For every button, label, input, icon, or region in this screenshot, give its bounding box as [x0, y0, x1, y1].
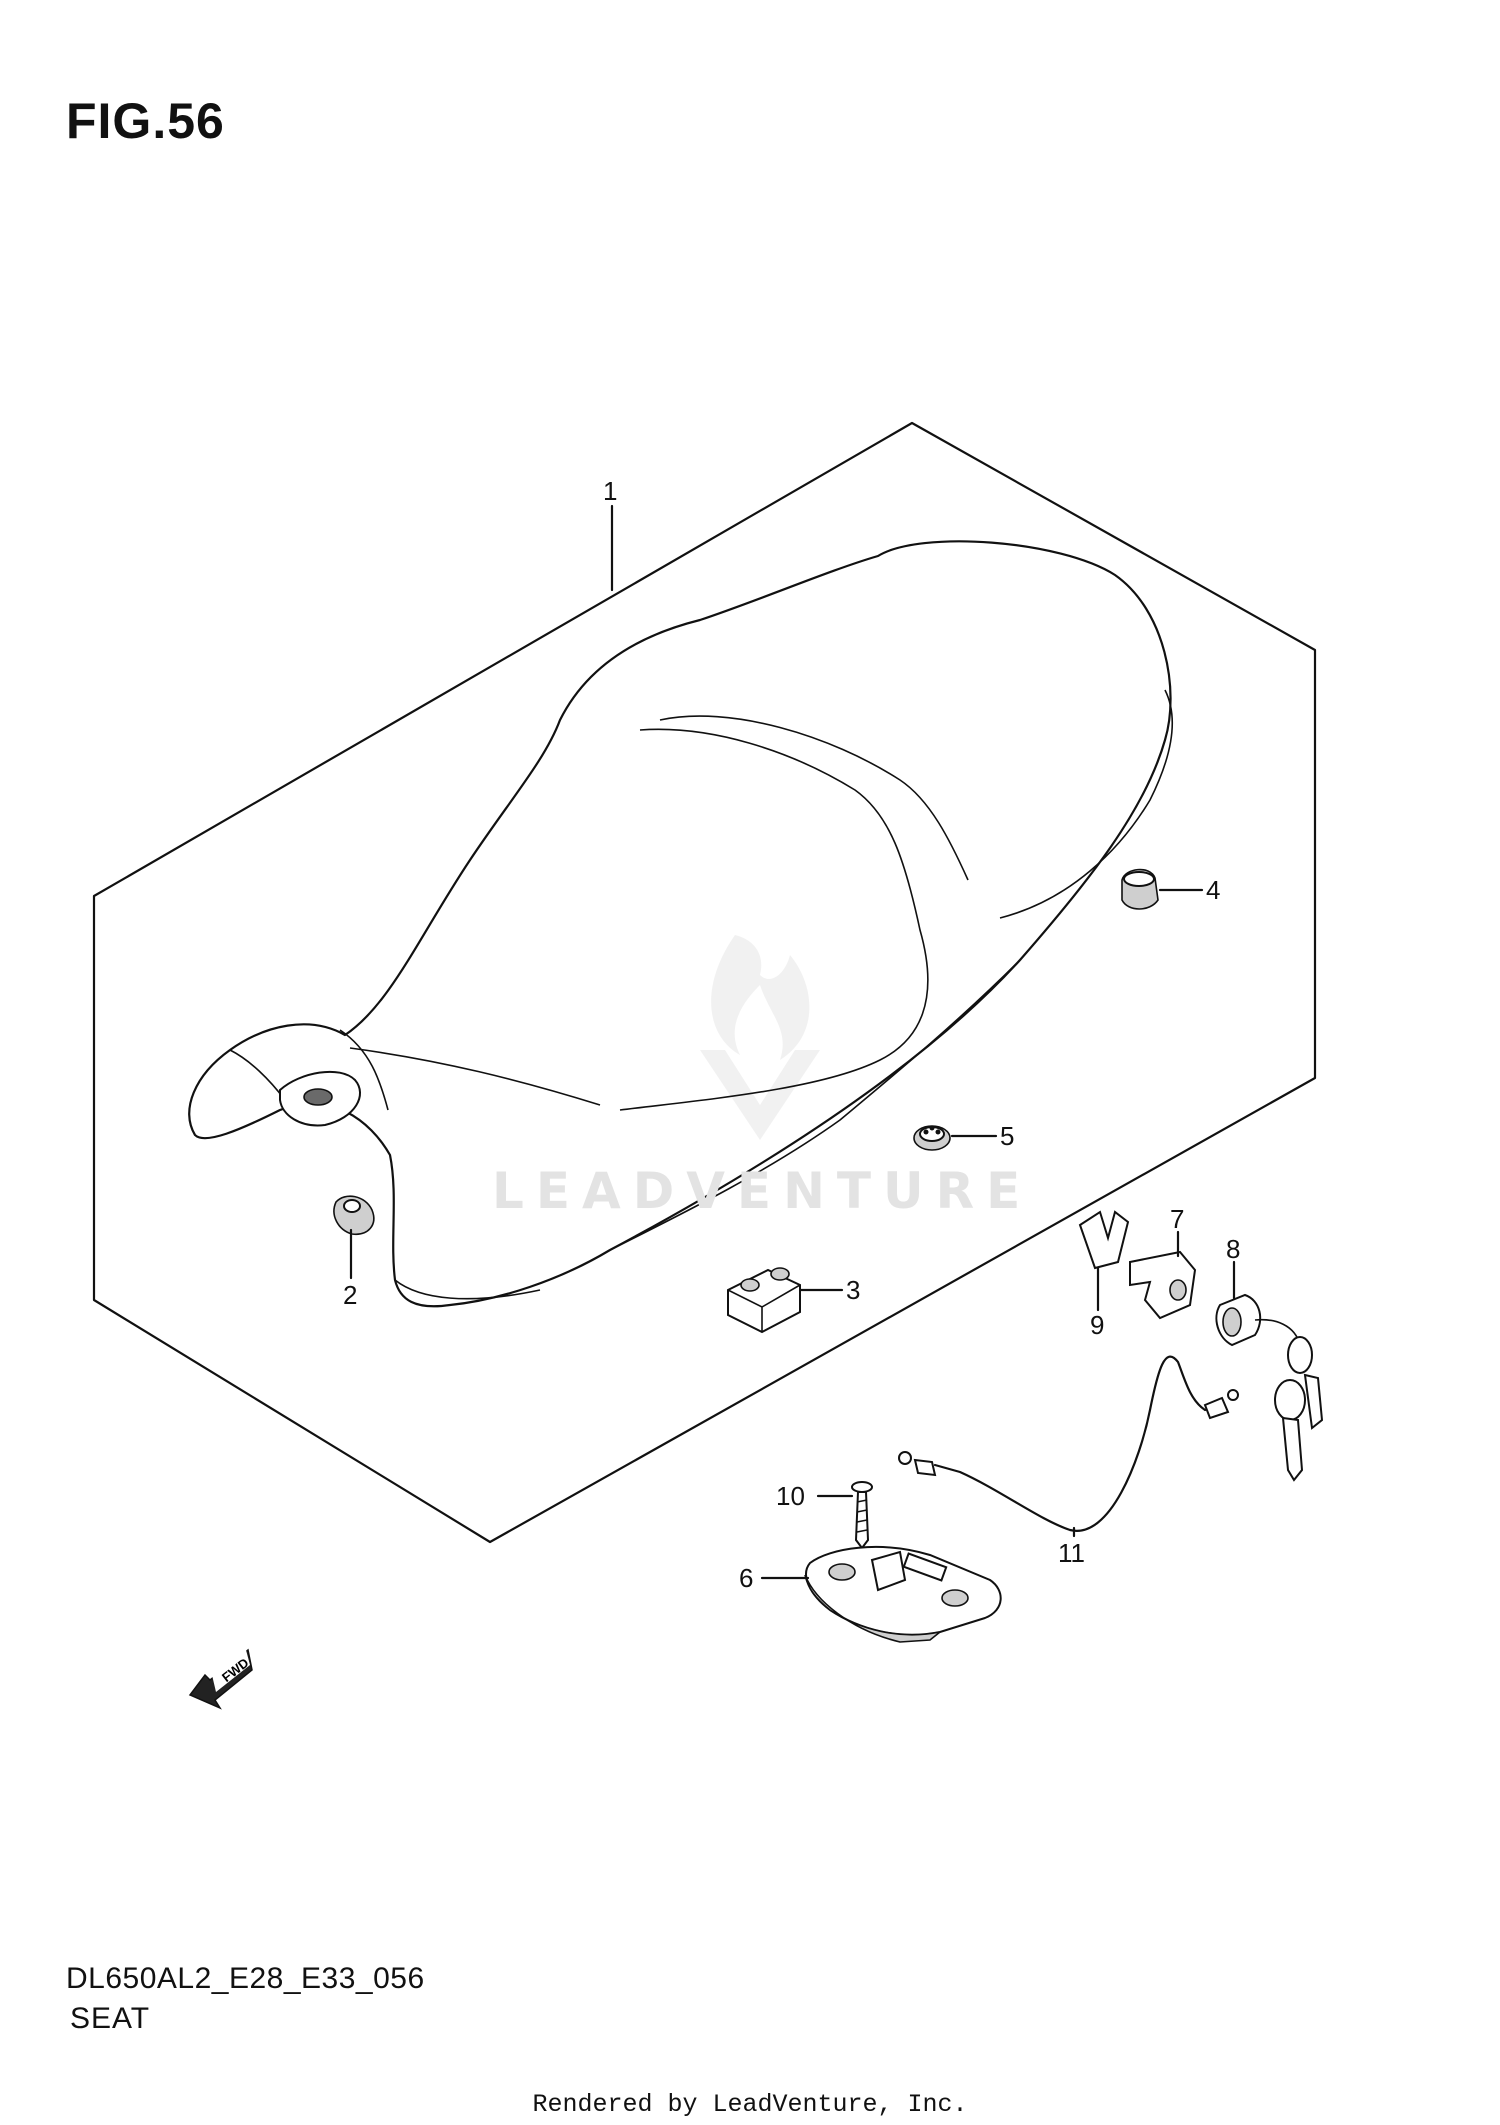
cushion-part-4[interactable] [1121, 868, 1159, 910]
cable-part-11[interactable] [898, 1355, 1239, 1532]
grommet-part-2[interactable] [333, 1195, 375, 1235]
seat-part-1[interactable] [188, 540, 1173, 1308]
callout-11[interactable]: 11 [1058, 1538, 1085, 1568]
nut-part-5[interactable] [913, 1125, 951, 1151]
callout-6[interactable]: 6 [739, 1563, 753, 1593]
callout-7[interactable]: 7 [1170, 1204, 1184, 1234]
callout-1[interactable]: 1 [603, 476, 617, 506]
forward-direction-arrow-icon [188, 1648, 253, 1710]
callout-4[interactable]: 4 [1206, 875, 1220, 905]
bracket-part-7[interactable] [1129, 1250, 1197, 1320]
figure-title: FIG.56 [66, 93, 225, 149]
callout-9[interactable]: 9 [1090, 1310, 1104, 1340]
leader-lines [349, 504, 1236, 1580]
callout-8[interactable]: 8 [1226, 1234, 1240, 1264]
screw-part-10[interactable] [851, 1481, 873, 1550]
watermark-logo-icon [700, 935, 820, 1140]
diagram-name: SEAT [70, 2002, 151, 2035]
callout-10[interactable]: 10 [776, 1481, 805, 1511]
diagram-code: DL650AL2_E28_E33_056 [66, 1962, 425, 1995]
watermark-text: LEADVENTURE [492, 1162, 1033, 1220]
damper-part-3[interactable] [727, 1267, 801, 1334]
lock-part-8[interactable] [1215, 1293, 1324, 1482]
render-credit: Rendered by LeadVenture, Inc. [532, 2090, 968, 2119]
callout-5[interactable]: 5 [1000, 1121, 1014, 1151]
clip-part-9[interactable] [1078, 1210, 1130, 1270]
callout-3[interactable]: 3 [846, 1275, 860, 1305]
assembly-boundary [92, 421, 1317, 1544]
callout-2[interactable]: 2 [343, 1280, 357, 1310]
latch-base-part-6[interactable] [804, 1546, 1002, 1643]
